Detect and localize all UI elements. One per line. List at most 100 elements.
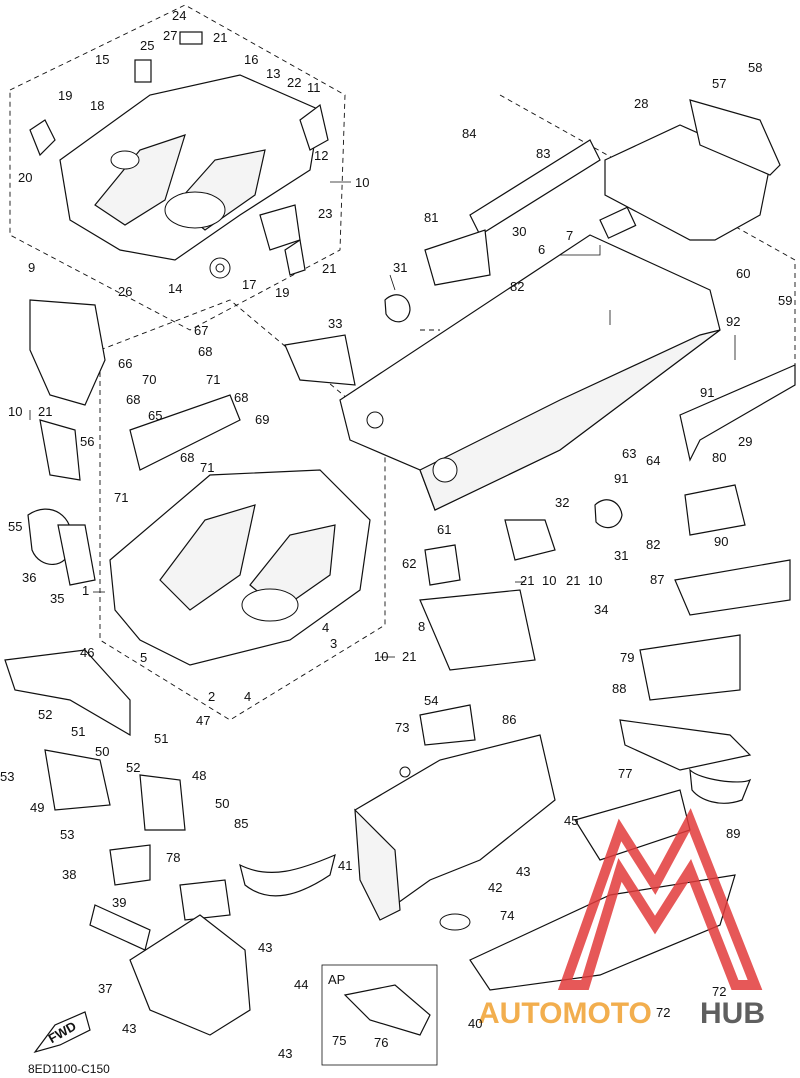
callout-c74: 74 [500,908,514,923]
callout-c34: 34 [594,602,608,617]
callout-c52a: 52 [38,707,52,722]
callout-c68a: 68 [198,344,212,359]
upper-frame-group-outline [9,4,346,331]
callout-c5: 5 [140,650,147,665]
callout-c54: 54 [424,693,438,708]
callout-c78: 78 [166,850,180,865]
callout-c87: 87 [650,572,664,587]
callout-c91a: 91 [700,385,714,400]
callout-c48: 48 [192,768,206,783]
callout-c44: 44 [294,977,308,992]
callout-c49: 49 [30,800,44,815]
fwd-arrow: FWD [33,1011,91,1054]
callout-c29: 29 [738,434,752,449]
leader-lines [29,181,736,658]
callout-c61: 61 [437,522,451,537]
callout-c25: 25 [140,38,154,53]
callout-c28: 28 [634,96,648,111]
callout-c14: 14 [168,281,182,296]
callout-c68c: 68 [234,390,248,405]
callout-c84: 84 [462,126,476,141]
callout-c43a: 43 [258,940,272,955]
callout-c72a: 72 [656,1005,670,1020]
callout-c50b: 50 [215,796,229,811]
callout-c66: 66 [118,356,132,371]
callout-c43d: 43 [516,864,530,879]
callout-c55: 55 [8,519,22,534]
callout-c21d: 21 [520,573,534,588]
callout-c19b: 19 [275,285,289,300]
callout-c65: 65 [148,408,162,423]
callout-c75: 75 [332,1033,346,1048]
watermark-text-a: AUTOMOTO [478,997,652,1030]
callout-c60: 60 [736,266,750,281]
callout-c68d: 68 [180,450,194,465]
callout-c6: 6 [538,242,545,257]
callout-c30: 30 [512,224,526,239]
callout-c90: 90 [714,534,728,549]
watermark-text-b: HUB [700,997,765,1030]
callout-c86: 86 [502,712,516,727]
callout-c80: 80 [712,450,726,465]
callout-c1: 1 [82,583,89,598]
callout-c8: 8 [418,619,425,634]
callout-c68b: 68 [126,392,140,407]
callout-c41: 41 [338,858,352,873]
logo-triangle-icon [557,808,763,990]
callout-c23: 23 [318,206,332,221]
callout-c21c: 21 [38,404,52,419]
callout-c21e: 21 [566,573,580,588]
callout-c92: 92 [726,314,740,329]
callout-c10c: 10 [542,573,556,588]
callout-c77: 77 [618,766,632,781]
tunnel-group-outline [420,94,796,380]
callout-c3: 3 [330,636,337,651]
callout-c18: 18 [90,98,104,113]
callout-c24: 24 [172,8,186,23]
upper-front-frame [29,31,329,279]
callout-c43c: 43 [278,1046,292,1061]
drawing-code: 8ED1100-C150 [28,1062,110,1076]
callout-c69: 69 [255,412,269,427]
callout-c51b: 51 [154,731,168,746]
callout-c9: 9 [28,260,35,275]
callout-c13: 13 [266,66,280,81]
callout-c57: 57 [712,76,726,91]
callout-c32: 32 [555,495,569,510]
callout-c26: 26 [118,284,132,299]
callout-c47: 47 [196,713,210,728]
callout-c45: 45 [564,813,578,828]
callout-c67: 67 [194,323,208,338]
callout-c53b: 53 [60,827,74,842]
callout-c21a: 21 [213,30,227,45]
callout-c10b: 10 [8,404,22,419]
callout-c51a: 51 [71,724,85,739]
callout-c91b: 91 [614,471,628,486]
callout-c21f: 21 [402,649,416,664]
callout-c72b: 72 [712,984,726,999]
callout-c71a: 71 [206,372,220,387]
callout-c16: 16 [244,52,258,67]
callout-c2: 2 [208,689,215,704]
callout-c31b: 31 [614,548,628,563]
callout-c27: 27 [163,28,177,43]
callout-c43b: 43 [122,1021,136,1036]
callout-c39: 39 [112,895,126,910]
callout-c17: 17 [242,277,256,292]
callout-c19a: 19 [58,88,72,103]
callout-c10d: 10 [588,573,602,588]
callout-c36: 36 [22,570,36,585]
ap-inset-box [321,964,438,1066]
callout-c11: 11 [307,80,321,95]
callout-c50a: 50 [95,744,109,759]
callout-c4a: 4 [322,620,329,635]
callout-c85: 85 [234,816,248,831]
callout-c71b: 71 [200,460,214,475]
callout-c73: 73 [395,720,409,735]
upper-rear-frame [424,99,796,462]
callout-c82b: 82 [646,537,660,552]
callout-c10a: 10 [355,175,369,190]
callout-c33: 33 [328,316,342,331]
